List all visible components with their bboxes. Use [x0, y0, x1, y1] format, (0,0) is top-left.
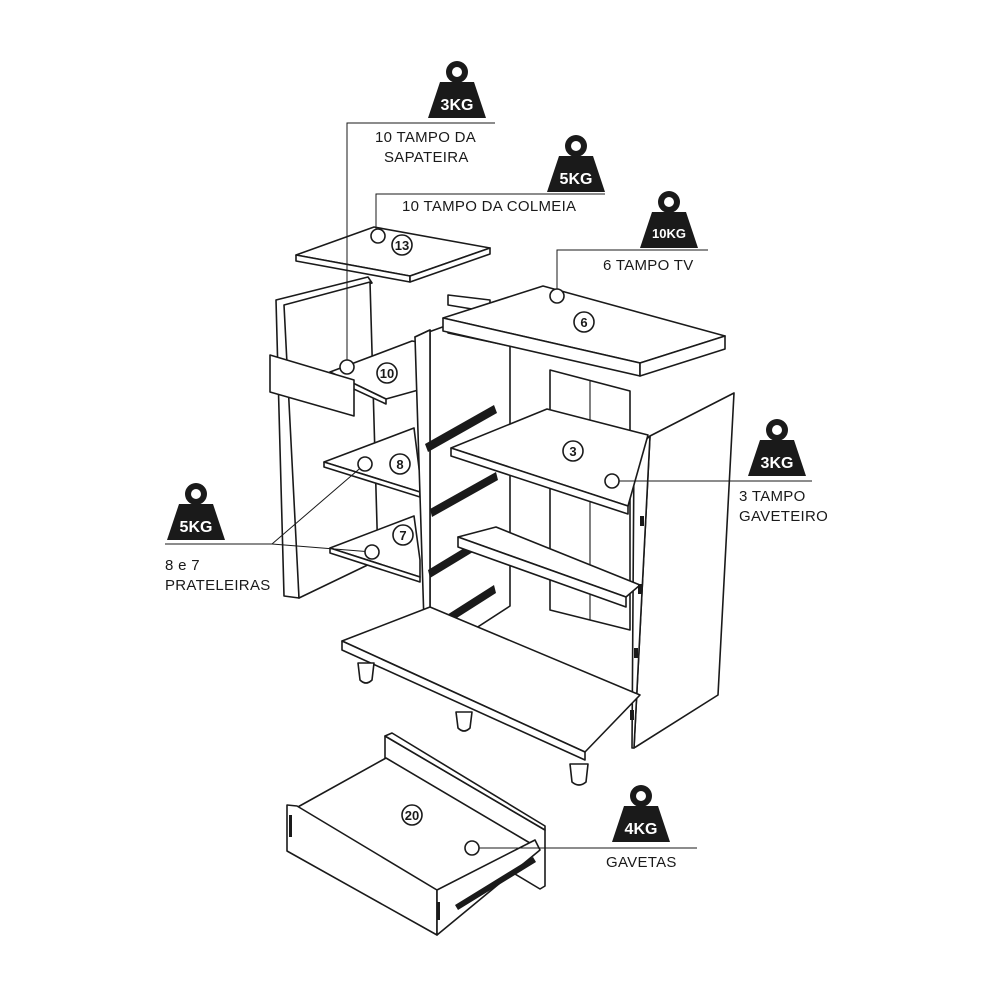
- gaveteiro-label-1: 3 TAMPO: [739, 488, 806, 505]
- leader-lines: [165, 122, 812, 856]
- kettlebell-weight-icon: 3KG: [748, 419, 806, 476]
- part-6-label: 6: [580, 315, 587, 330]
- right-module: [341, 285, 735, 786]
- sapateira-label-2: SAPATEIRA: [384, 149, 469, 166]
- part-13-top-colmeia: [295, 226, 491, 277]
- gaveteiro-label-2: GAVETEIRO: [739, 508, 828, 525]
- prateleiras-weight: 5KG: [180, 519, 213, 536]
- feet: [357, 662, 589, 786]
- kettlebell-weight-icon: 5KG: [547, 135, 605, 192]
- part-3-marker: [562, 440, 584, 462]
- part-8-label: 8: [396, 457, 403, 472]
- part-number-markers: 13 10 8 7 6 3 20: [376, 234, 595, 826]
- part-10-marker: [376, 362, 398, 384]
- drawer-20: [286, 732, 546, 936]
- kettlebell-weight-icon: 4KG: [612, 785, 670, 842]
- sapateira-weight: 3KG: [441, 97, 474, 114]
- tv-weight: 10KG: [652, 226, 686, 241]
- tv-label: 6 TAMPO TV: [603, 257, 694, 274]
- part-7-marker: [392, 524, 414, 546]
- kettlebell-weight-icon: 3KG: [428, 61, 486, 118]
- part-13-label: 13: [395, 238, 409, 253]
- part-10-label: 10: [380, 366, 394, 381]
- center-divider: [414, 294, 511, 659]
- part-13-marker: [391, 234, 413, 256]
- part-10-front-panel: [269, 354, 355, 417]
- part-3-label: 3: [569, 444, 576, 459]
- sapateira-label-1: 10 TAMPO DA: [375, 129, 476, 146]
- prateleiras-label-2: PRATELEIRAS: [165, 577, 271, 594]
- prateleiras-label-1: 8 e 7: [165, 557, 200, 574]
- gaveteiro-weight: 3KG: [761, 455, 794, 472]
- part-6-marker: [573, 311, 595, 333]
- part-20-label: 20: [405, 808, 419, 823]
- colmeia-weight: 5KG: [560, 171, 593, 188]
- part-8-marker: [389, 453, 411, 475]
- kettlebell-weight-icon: 10KG: [640, 191, 698, 248]
- colmeia-label: 10 TAMPO DA COLMEIA: [402, 198, 576, 215]
- base-panel: [341, 606, 641, 753]
- gavetas-weight: 4KG: [625, 821, 658, 838]
- part-20-marker: [401, 804, 423, 826]
- part-7-label: 7: [399, 528, 406, 543]
- gavetas-label: GAVETAS: [606, 854, 677, 871]
- kettlebell-weight-icon: 5KG: [167, 483, 225, 540]
